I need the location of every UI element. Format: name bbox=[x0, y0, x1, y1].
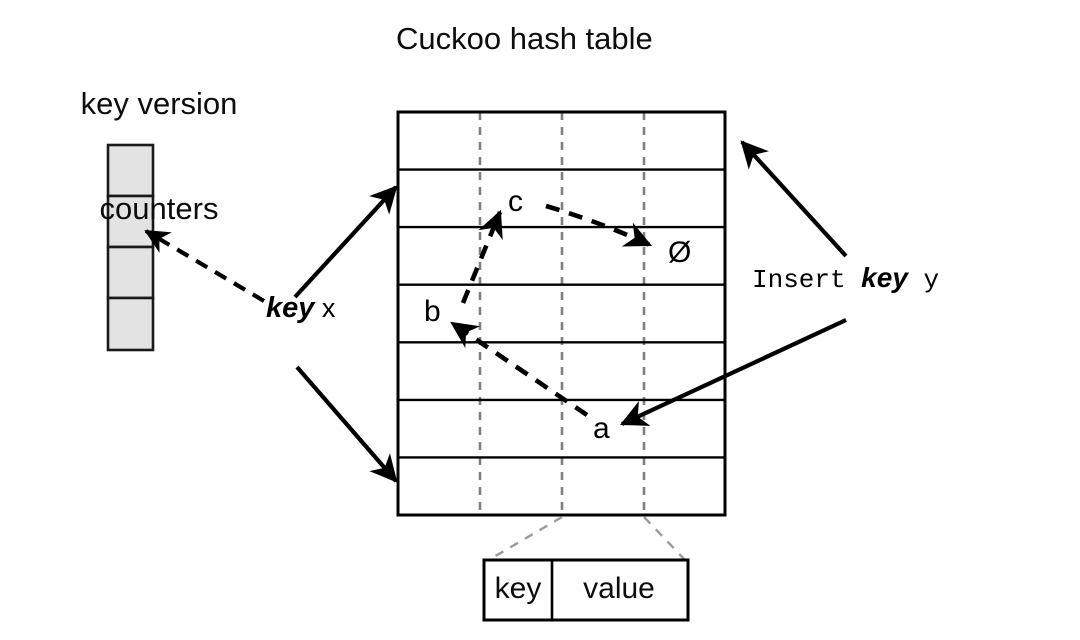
key-version-counters-title-line2: counters bbox=[99, 190, 219, 226]
arrow-keyx-to-table-lower bbox=[295, 365, 398, 483]
insert-verb: Insert bbox=[752, 265, 846, 295]
table-outer-border bbox=[396, 110, 727, 517]
slot-guide-left bbox=[486, 515, 563, 563]
slot-callout-guides bbox=[486, 515, 687, 563]
arrow-keyx-to-counter bbox=[144, 229, 266, 303]
key-version-counters-column bbox=[106, 143, 155, 352]
arrow-evict-c-to-empty bbox=[545, 203, 653, 248]
key-x-keyword: key bbox=[266, 292, 315, 324]
slot-key-label: key bbox=[494, 572, 542, 605]
arrow-evict-b-to-c bbox=[460, 209, 503, 304]
slot-marker-c: c bbox=[508, 185, 523, 218]
table-column-dividers bbox=[478, 112, 646, 515]
arrow-evict-a-to-b bbox=[450, 321, 589, 417]
insert-key-y-label: Insert key y bbox=[752, 262, 939, 295]
slot-value-label: value bbox=[583, 572, 655, 605]
counter-cell-4 bbox=[106, 296, 155, 352]
slot-marker-empty: Ø bbox=[668, 236, 692, 269]
slot-marker-a: a bbox=[593, 412, 610, 445]
slot-marker-b: b bbox=[424, 295, 441, 328]
cuckoo-table-title: Cuckoo hash table bbox=[396, 21, 653, 56]
arrow-keyx-to-table-upper bbox=[293, 185, 398, 299]
key-version-counters-title: key version counters bbox=[34, 18, 284, 296]
arrow-insert-to-table-upper bbox=[740, 140, 848, 258]
arrow-insert-to-slot-a bbox=[619, 318, 847, 426]
slot-detail-outer bbox=[482, 558, 690, 622]
insert-keyword: key bbox=[845, 262, 908, 293]
key-x-label: key x bbox=[266, 292, 335, 324]
key-version-counters-title-line1: key version bbox=[80, 86, 238, 122]
slot-detail-box bbox=[482, 558, 690, 622]
insert-variable: y bbox=[907, 265, 940, 295]
key-x-variable: x bbox=[314, 293, 336, 323]
